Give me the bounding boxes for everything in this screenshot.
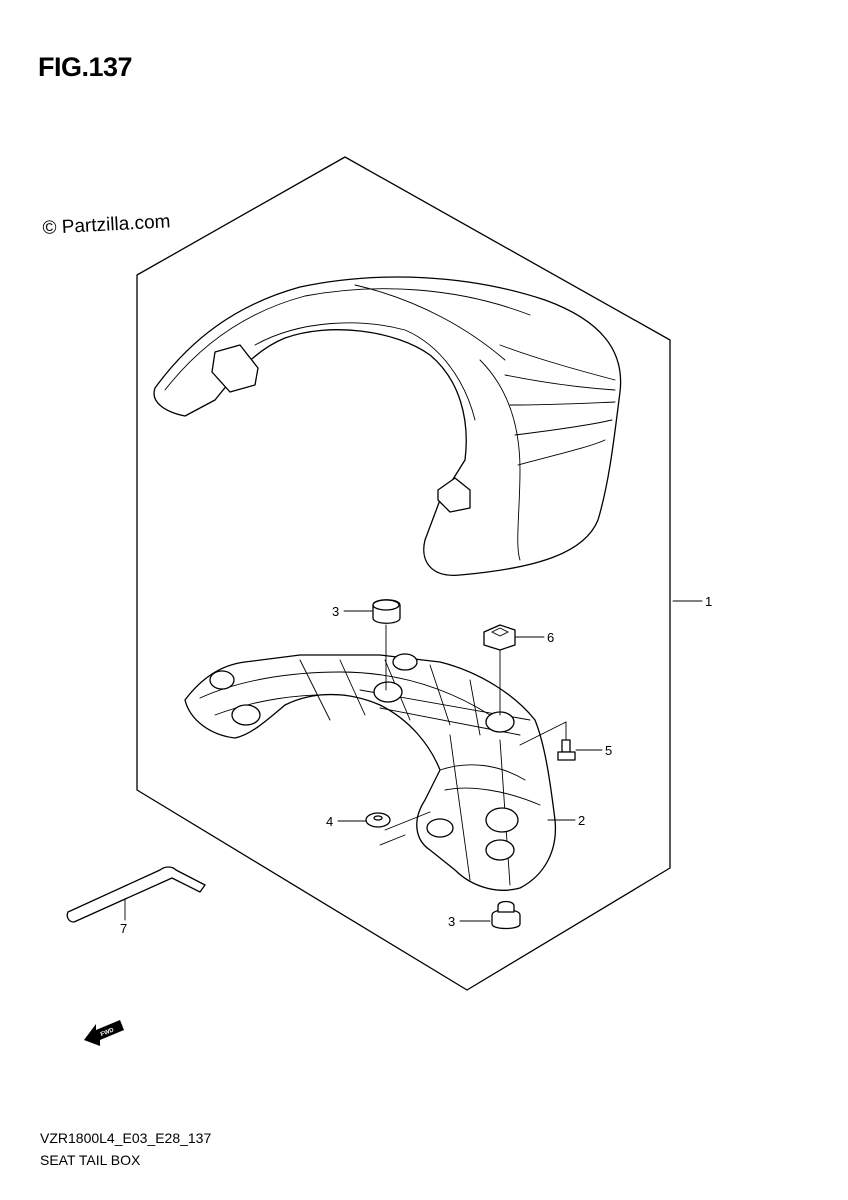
fwd-arrow-icon: FWD [84,1020,124,1046]
grommet-bottom [491,900,521,930]
hex-wrench [66,866,206,923]
callout-7: 7 [120,921,127,936]
washer [365,811,431,846]
assembly-boundary [136,156,671,991]
callout-1: 1 [705,594,712,609]
diagram-subtitle: SEAT TAIL BOX [40,1152,141,1168]
leader-lines [124,600,703,922]
bracket-frame [184,653,557,891]
callout-3-bottom: 3 [448,914,455,929]
clip-nut [483,624,516,716]
diagram-code: VZR1800L4_E03_E28_137 [40,1130,212,1146]
callout-2: 2 [578,813,585,828]
callout-6: 6 [547,630,554,645]
grommet-top [372,599,401,691]
svg-text:FWD: FWD [100,1027,116,1038]
seat-tail-cover [153,276,622,576]
bolt [519,721,576,761]
callout-3-top: 3 [332,604,339,619]
callout-5: 5 [605,743,612,758]
figure-title: FIG.137 [38,52,133,82]
callout-4: 4 [326,814,333,829]
